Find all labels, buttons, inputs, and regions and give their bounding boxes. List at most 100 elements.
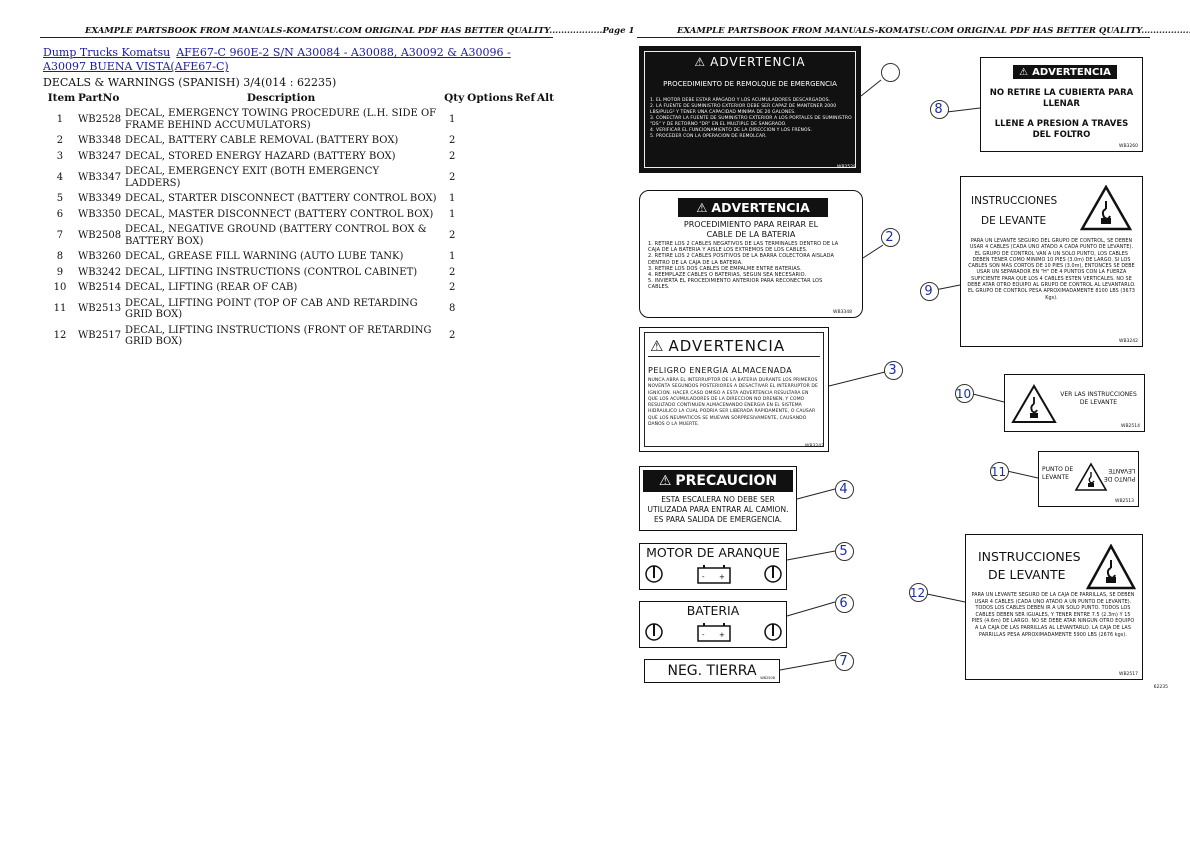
- decal-code: WB2528: [837, 165, 856, 170]
- illustration-page: EXAMPLE PARTSBOOK FROM MANUALS-KOMATSU.C…: [595, 0, 1190, 842]
- cell-empty: [514, 280, 536, 296]
- svg-text:+: +: [719, 631, 725, 639]
- cell-qty: 2: [448, 229, 456, 241]
- decal-text: 1. RETIRE LOS 2 CABLES NEGATIVOS DE LAS …: [648, 241, 839, 291]
- decal-subtitle: PROCEDIMIENTO PARA REIRAR EL CABLE DE LA…: [683, 220, 819, 239]
- callout-9[interactable]: 9: [920, 282, 939, 301]
- decal-subtitle: PROCEDIMIENTO DE REMOLQUE DE EMERGENCIA: [663, 80, 837, 88]
- decal-negative-ground: NEG. TIERRA WB2508: [644, 659, 780, 683]
- lifting-hazard-icon: [1080, 185, 1132, 231]
- cell-empty: [514, 265, 536, 281]
- cell-partno: WB3349: [77, 193, 122, 204]
- lifting-hazard-icon: [1074, 462, 1108, 491]
- callout-3[interactable]: 3: [884, 361, 903, 380]
- cell-empty: [466, 249, 514, 265]
- cell-empty: [466, 296, 514, 323]
- cell-partno: WB2508: [77, 229, 122, 241]
- cell-empty: [536, 149, 555, 165]
- cell-empty: [466, 280, 514, 296]
- decal-starter-disconnect: MOTOR DE ARANQUE -+: [639, 543, 787, 590]
- cell-description: DECAL, LIFTING (REAR OF CAB): [124, 282, 298, 293]
- decal-master-disconnect: BATERIA -+: [639, 601, 787, 648]
- callout-5[interactable]: 5: [835, 542, 854, 561]
- table-header-row: Item PartNo Description Qty Options Ref …: [43, 90, 555, 106]
- col-qty: Qty: [444, 92, 465, 104]
- cell-empty: [466, 149, 514, 165]
- cell-item: 9: [56, 266, 64, 278]
- cell-empty: [536, 296, 555, 323]
- callout-1[interactable]: 1: [881, 63, 900, 82]
- cell-item: 2: [56, 135, 64, 146]
- cell-empty: [514, 249, 536, 265]
- cell-empty: [514, 133, 536, 149]
- breadcrumb-link-model[interactable]: AFE67-C 960E-2 S/N A30084 - A30088, A300…: [43, 46, 511, 73]
- cell-qty: 1: [448, 193, 456, 204]
- disconnect-symbols-icon: -+: [645, 565, 782, 584]
- cell-partno: WB3247: [77, 150, 122, 162]
- cell-item: 7: [56, 229, 64, 241]
- warning-triangle-icon: ⚠: [650, 336, 665, 355]
- callout-6[interactable]: 6: [835, 594, 854, 613]
- decal-title: PRECAUCION: [675, 473, 778, 489]
- warning-triangle-icon: ⚠: [696, 200, 708, 215]
- decal-header: ⚠ADVERTENCIA: [648, 335, 820, 357]
- callout-2[interactable]: 2: [881, 228, 900, 247]
- decal-title: ADVERTENCIA: [668, 336, 786, 355]
- cell-empty: [536, 207, 555, 223]
- callout-7[interactable]: 7: [835, 652, 854, 671]
- cell-description: DECAL, EMERGENCY EXIT (BOTH EMERGENCY LA…: [124, 166, 380, 189]
- breadcrumb-link-dump-trucks[interactable]: Dump Trucks Komatsu: [43, 46, 171, 59]
- decal-text: PARA UN LEVANTE SEGURO DEL GRUPO DE CONT…: [967, 239, 1136, 301]
- cell-item: 10: [53, 282, 67, 293]
- cell-empty: [536, 164, 555, 191]
- cell-description: DECAL, EMERGENCY TOWING PROCEDURE (L.H. …: [124, 108, 437, 131]
- cell-partno: WB3348: [77, 135, 122, 146]
- cell-partno: WB2528: [77, 113, 122, 125]
- cell-description: DECAL, STORED ENERGY HAZARD (BATTERY BOX…: [124, 150, 396, 162]
- decal-header: ⚠ADVERTENCIA: [678, 198, 828, 217]
- decal-code: WB2514: [1121, 424, 1140, 429]
- callout-4[interactable]: 4: [835, 480, 854, 499]
- callout-12[interactable]: 12: [909, 583, 928, 602]
- decal-title: NEG. TIERRA: [667, 663, 757, 679]
- col-description: Description: [246, 92, 316, 104]
- page-header: EXAMPLE PARTSBOOK FROM MANUALS-KOMATSU.C…: [677, 26, 1190, 36]
- decal-header: ⚠ADVERTENCIA: [640, 55, 860, 69]
- col-item: Item: [47, 92, 76, 104]
- parts-table: Item PartNo Description Qty Options Ref …: [43, 90, 555, 350]
- svg-text:+: +: [719, 573, 725, 581]
- cell-empty: [514, 106, 536, 133]
- cell-qty: 2: [448, 150, 456, 162]
- cell-partno: WB3242: [77, 266, 122, 278]
- decal-title: ADVERTENCIA: [711, 200, 810, 215]
- cell-empty: [466, 207, 514, 223]
- decal-emergency-towing: ⚠ADVERTENCIA PROCEDIMIENTO DE REMOLQUE D…: [639, 46, 861, 173]
- header-rule: [637, 37, 1150, 38]
- cell-empty: [514, 323, 536, 350]
- lifting-hazard-icon: [1011, 384, 1057, 423]
- decal-title: ADVERTENCIA: [710, 55, 806, 69]
- cell-partno: WB2514: [77, 282, 122, 293]
- cell-empty: [466, 106, 514, 133]
- cell-partno: WB3350: [77, 208, 122, 220]
- decal-code: WB2513: [1115, 499, 1134, 504]
- callout-8[interactable]: 8: [930, 100, 949, 119]
- cell-partno: WB3260: [77, 251, 122, 262]
- decal-code: WB3348: [833, 310, 852, 315]
- decal-code: WB3242: [1119, 339, 1138, 344]
- decal-battery-cable: ⚠ADVERTENCIA PROCEDIMIENTO PARA REIRAR E…: [639, 190, 863, 318]
- col-partno: PartNo: [77, 92, 120, 104]
- callout-11[interactable]: 11: [990, 462, 1009, 481]
- callout-10[interactable]: 10: [955, 384, 974, 403]
